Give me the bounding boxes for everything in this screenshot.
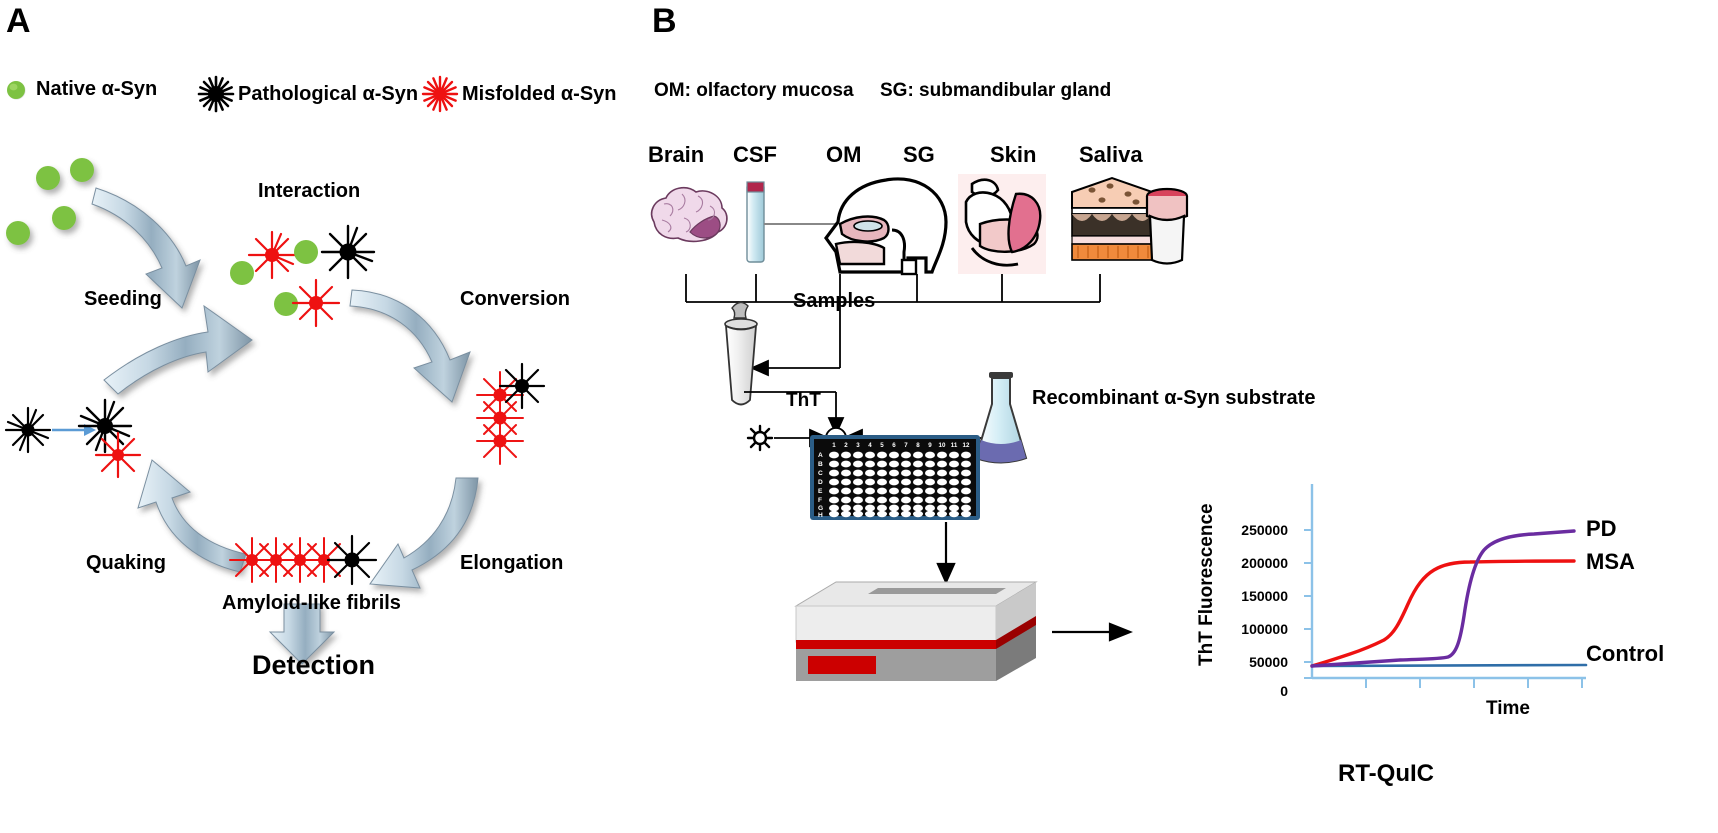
abbreviation-sg: SG: submandibular gland: [880, 80, 1112, 101]
detection-label: Detection: [252, 650, 376, 680]
legend-label-misfolded: Misfolded α-Syn: [462, 82, 617, 105]
series-pd: [1310, 529, 1576, 668]
csf-tube-icon: [746, 181, 840, 263]
svg-text:C: C: [818, 470, 823, 477]
chart-xlabel: Time: [1486, 698, 1531, 719]
eppendorf-tube-icon: [724, 301, 758, 406]
plate-reader-group: [794, 522, 1133, 681]
panel-b-flow: [650, 174, 1189, 464]
assay-name-label: RT-QuIC: [1338, 760, 1434, 787]
svg-text:9: 9: [928, 442, 932, 449]
svg-text:H: H: [818, 512, 823, 519]
left-mid-aggregate: [77, 398, 142, 479]
cycle-label-quaking: Quaking: [86, 552, 167, 574]
skin-biopsy-icon: [1071, 176, 1153, 261]
series-control: [1310, 663, 1588, 668]
cycle-label-conversion: Conversion: [460, 288, 571, 310]
tht-sun-icon: [746, 424, 774, 452]
svg-text:2: 2: [844, 442, 848, 449]
elongation-arrow: [369, 477, 479, 589]
green-circle-icon: [7, 80, 26, 99]
saliva-cup-icon: [1145, 187, 1189, 265]
svg-text:5: 5: [880, 442, 884, 449]
svg-text:7: 7: [904, 442, 908, 449]
svg-text:B: B: [818, 461, 823, 468]
substrate-label: Recombinant α-Syn substrate: [1032, 387, 1316, 409]
series-msa: [1310, 559, 1576, 668]
source-bracket: [685, 274, 1101, 377]
reader-to-chart-arrow: [1052, 622, 1133, 642]
legend-label-pathological: Pathological α-Syn: [238, 82, 419, 105]
amyloid-fibril-chain: [229, 534, 378, 586]
legend-label-native: Native α-Syn: [36, 78, 158, 100]
ytick-100000: 100000: [1241, 621, 1288, 637]
ytick-0: 0: [1280, 683, 1288, 699]
converted-fibril-stack: [476, 362, 546, 465]
plate-reader-icon: [794, 581, 1038, 681]
tht-label: ThT: [786, 390, 821, 411]
y-axis-ticks: [1304, 529, 1312, 679]
cycle-diagram: [4, 158, 546, 665]
tube-to-mix-arrow: [744, 391, 845, 437]
svg-text:G: G: [818, 505, 823, 512]
source-label-skin: Skin: [990, 142, 1037, 167]
interaction-arrow: [103, 304, 253, 395]
olfactory-mucosa-icon: [824, 177, 948, 276]
abbreviation-om: OM: olfactory mucosa: [654, 80, 854, 101]
cycle-label-interaction: Interaction: [258, 180, 361, 202]
legend-item-native: Native α-Syn: [6, 78, 157, 101]
svg-text:1: 1: [832, 442, 836, 449]
red-starburst-icon: [421, 75, 459, 113]
svg-text:10: 10: [939, 442, 946, 449]
cycle-label-seeding: Seeding: [84, 288, 162, 310]
native-asyn-cluster: [6, 158, 94, 245]
erlenmeyer-flask-icon: [974, 372, 1028, 464]
brain-icon: [650, 186, 728, 243]
series-label-control: Control: [1586, 641, 1665, 666]
amyloid-fibrils-label: Amyloid-like fibrils: [222, 592, 401, 614]
series-label-msa: MSA: [1586, 549, 1635, 574]
interaction-cluster: [230, 224, 376, 328]
ytick-50000: 50000: [1249, 654, 1288, 670]
rtquic-chart: ThT Fluorescence 250000 200000 150000 10…: [1186, 480, 1706, 719]
ytick-250000: 250000: [1241, 522, 1288, 538]
svg-text:A: A: [818, 452, 823, 459]
panel-a-letter: A: [6, 2, 31, 40]
series-label-pd: PD: [1586, 516, 1617, 541]
source-label-csf: CSF: [733, 142, 777, 167]
svg-text:4: 4: [868, 442, 872, 449]
panel-b-letter: B: [652, 2, 677, 40]
samples-label: Samples: [793, 290, 876, 312]
svg-text:11: 11: [951, 442, 958, 449]
source-label-om: OM: [826, 142, 862, 167]
seeding-arrow: [91, 187, 201, 309]
chart-ylabel: ThT Fluorescence: [1196, 503, 1217, 666]
x-axis-ticks: [1365, 678, 1583, 688]
chart-plot: [1304, 484, 1588, 688]
conversion-arrow: [349, 289, 471, 403]
svg-text:E: E: [818, 488, 823, 495]
ytick-200000: 200000: [1241, 555, 1288, 571]
svg-text:D: D: [818, 479, 823, 486]
plate-to-reader-arrow: [936, 522, 956, 585]
submandibular-gland-icon: [958, 174, 1046, 274]
svg-text:6: 6: [892, 442, 896, 449]
svg-text:3: 3: [856, 442, 860, 449]
svg-text:12: 12: [963, 442, 970, 449]
pathological-asyn-seed: [4, 406, 52, 454]
ytick-150000: 150000: [1241, 588, 1288, 604]
quaking-arrow: [137, 459, 247, 573]
detection-arrow: [268, 603, 336, 665]
svg-text:8: 8: [916, 442, 920, 449]
svg-text:F: F: [818, 497, 822, 504]
legend-item-pathological: Pathological α-Syn: [196, 74, 418, 114]
legend-item-misfolded: Misfolded α-Syn: [420, 74, 617, 114]
source-label-brain: Brain: [648, 142, 705, 167]
source-label-sg: SG: [903, 142, 935, 167]
cycle-label-elongation: Elongation: [460, 552, 564, 574]
black-starburst-icon: [197, 75, 235, 113]
source-label-saliva: Saliva: [1079, 142, 1143, 167]
